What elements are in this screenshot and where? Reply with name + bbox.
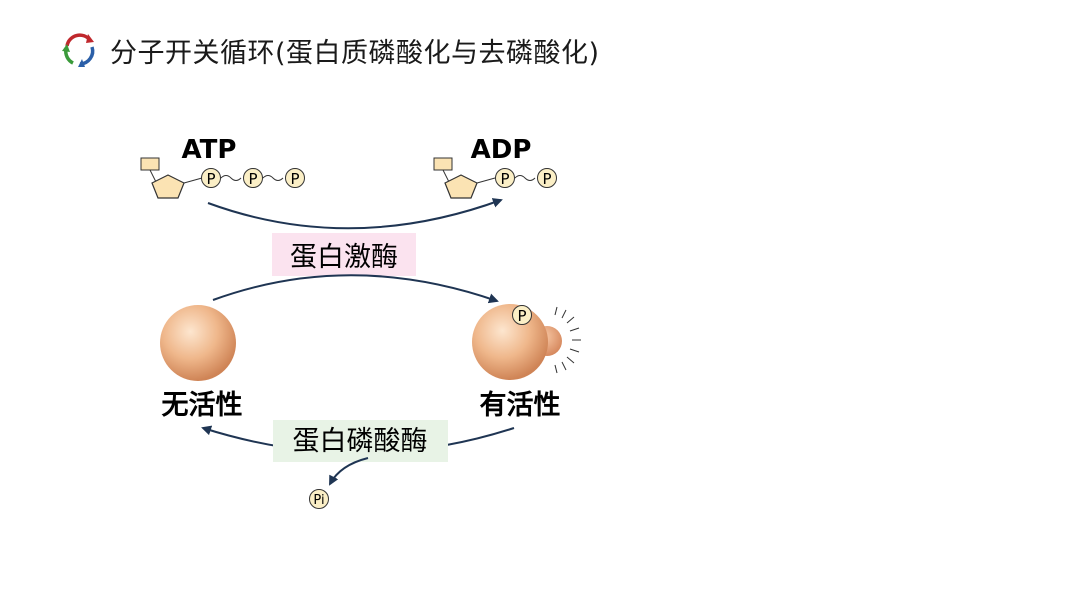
adp-phosphate-1-label: P — [500, 170, 509, 188]
base-box — [433, 157, 453, 171]
atp-to-adp-arrow — [207, 198, 503, 230]
phosphate-1 — [495, 168, 515, 188]
ribose-pentagon — [151, 174, 185, 199]
active-protein: P — [472, 304, 581, 380]
pi-release-arrow — [329, 457, 369, 486]
phosphate-2-label: P — [248, 170, 257, 188]
adp-molecule: P P — [433, 157, 557, 199]
phosphate-1-label: P — [206, 170, 215, 188]
ribose-pentagon — [444, 174, 478, 199]
active-protein-body — [472, 304, 548, 380]
adp-phosphate-2-label: P — [542, 170, 551, 188]
phosphate-1 — [201, 168, 221, 188]
phosphate-3 — [285, 168, 305, 188]
free-phosphate — [309, 489, 329, 509]
atp-molecule: P P P — [140, 157, 305, 199]
bound-phosphate — [512, 305, 532, 325]
kinase-label-bg — [272, 233, 416, 276]
phosphatase-label-bg — [273, 420, 448, 462]
free-phosphate-label: Pi — [313, 493, 324, 508]
title-bar: 分子开关循环(蛋白质磷酸化与去磷酸化) — [58, 28, 600, 72]
phosphate-3-label: P — [290, 170, 299, 188]
base-box — [140, 157, 160, 171]
bound-phosphate-label: P — [517, 307, 526, 325]
active-label: 有活性 — [480, 390, 561, 421]
atp-label: ATP — [182, 135, 237, 165]
kinase-label: 蛋白激酶 — [290, 242, 398, 273]
phosphatase-label: 蛋白磷酸酶 — [293, 426, 428, 457]
phosphate-2 — [537, 168, 557, 188]
cycle-arrows-icon — [62, 33, 95, 67]
inactive-protein — [160, 305, 236, 381]
adp-label: ADP — [471, 135, 532, 165]
page-title: 分子开关循环(蛋白质磷酸化与去磷酸化) — [110, 37, 600, 69]
inactive-label: 无活性 — [162, 390, 243, 421]
phosphate-2 — [243, 168, 263, 188]
activity-rays — [554, 306, 581, 374]
phosphorylation-arrow — [212, 274, 499, 304]
